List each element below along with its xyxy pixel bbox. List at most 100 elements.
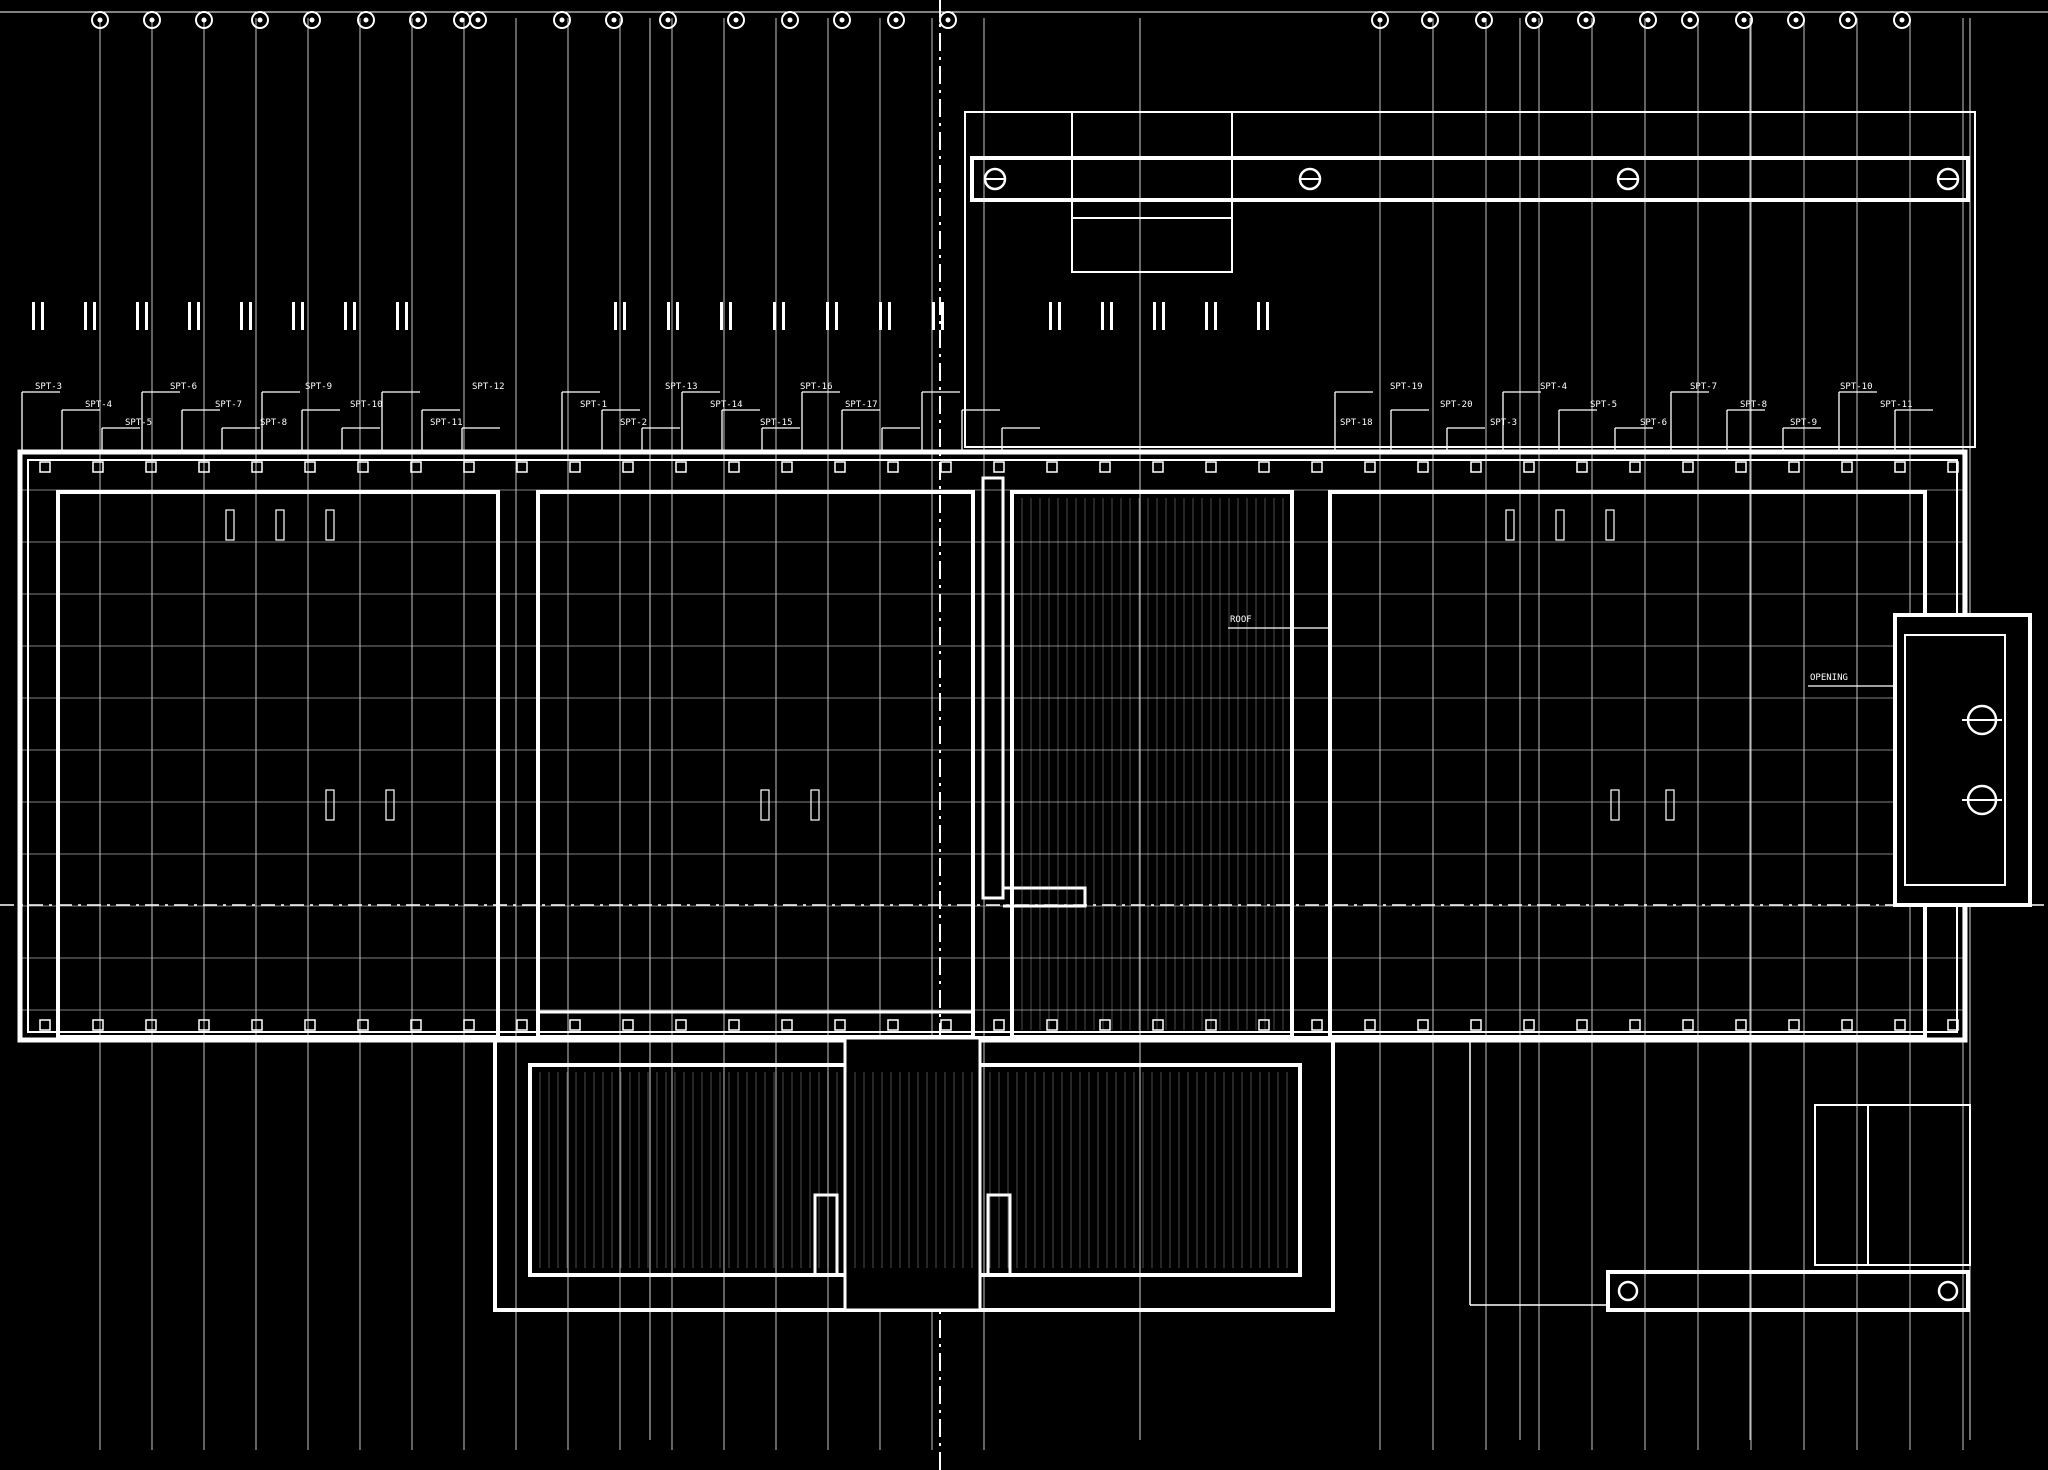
post-marker: [941, 302, 944, 330]
post-marker: [1266, 302, 1269, 330]
dimension-label: SPT-15: [760, 418, 793, 428]
wall-tick: [1152, 461, 1164, 473]
upper-frame: [964, 111, 1976, 448]
wall-tick: [834, 461, 846, 473]
wall-tick: [1735, 1019, 1747, 1031]
post-marker: [188, 302, 191, 330]
grid-bubble: [91, 11, 109, 29]
post-marker: [826, 302, 829, 330]
dimension-label: SPT-8: [1740, 400, 1767, 410]
partition-column: [981, 476, 1005, 900]
wall-tick: [198, 1019, 210, 1031]
dimension-label: SPT-4: [85, 400, 112, 410]
beam-anchor: [1617, 1280, 1639, 1302]
grid-bubble: [1525, 11, 1543, 29]
dimension-label: SPT-4: [1540, 382, 1567, 392]
bottom-beam: [1606, 1270, 1970, 1312]
post-marker: [614, 302, 617, 330]
grid-bubbles: [91, 11, 1911, 29]
post-marker: [145, 302, 148, 330]
dimension-label: SPT-20: [1440, 400, 1473, 410]
rotated-tag: [325, 789, 335, 821]
wall-tick: [1258, 461, 1270, 473]
grid-bubble-dot: [665, 17, 671, 23]
dimension-label: SPT-12: [472, 382, 505, 392]
post-marker: [835, 302, 838, 330]
post-marker: [720, 302, 723, 330]
wall-tick: [516, 461, 528, 473]
post-marker: [1162, 302, 1165, 330]
grid-bubble: [1475, 11, 1493, 29]
rotated-tag: [325, 509, 335, 541]
annotation-labels: SPT-3SPT-4SPT-5SPT-6SPT-7SPT-8SPT-9SPT-1…: [35, 382, 1913, 821]
post-marker: [344, 302, 347, 330]
grid-bubble-dot: [893, 17, 899, 23]
rotated-tag: [1505, 509, 1515, 541]
wall-tick: [675, 1019, 687, 1031]
post-marker: [1205, 302, 1208, 330]
grid-bubble-dot: [415, 17, 421, 23]
wall-tick: [1152, 1019, 1164, 1031]
wall-tick: [1947, 1019, 1959, 1031]
wall-tick: [1894, 461, 1906, 473]
post-marker: [32, 302, 35, 330]
grid-bubble: [143, 11, 161, 29]
wall-tick: [622, 461, 634, 473]
east-projection: [1893, 613, 2032, 907]
grid-bubble-dot: [1531, 17, 1537, 23]
post-marker: [93, 302, 96, 330]
wall-tick: [887, 1019, 899, 1031]
wall-tick: [1682, 461, 1694, 473]
post-marker: [1214, 302, 1217, 330]
wall-tick: [1682, 1019, 1694, 1031]
wall-tick: [834, 1019, 846, 1031]
rotated-tag: [1555, 509, 1565, 541]
grid-bubble-dot: [309, 17, 315, 23]
wall-tick: [357, 1019, 369, 1031]
wall-tick: [887, 461, 899, 473]
wall-tick: [1046, 1019, 1058, 1031]
post-marker: [623, 302, 626, 330]
dimension-label: SPT-3: [35, 382, 62, 392]
grid-bubble-dot: [459, 17, 465, 23]
dimension-label: SPT-9: [305, 382, 332, 392]
wall-tick: [198, 461, 210, 473]
wall-tick: [463, 461, 475, 473]
dimension-label: SPT-10: [1840, 382, 1873, 392]
post-marker: [1110, 302, 1113, 330]
wall-tick: [1841, 461, 1853, 473]
dimension-label: SPT-8: [260, 418, 287, 428]
grid-bubble: [195, 11, 213, 29]
dimension-label: SPT-10: [350, 400, 383, 410]
grid-bubble-dot: [1741, 17, 1747, 23]
grid-bubble: [1735, 11, 1753, 29]
rotated-tag: [1665, 789, 1675, 821]
lower-wing-jamb: [813, 1193, 839, 1277]
grid-bubble-dot: [1583, 17, 1589, 23]
wall-tick: [1841, 1019, 1853, 1031]
room-west: [56, 490, 500, 1039]
wall-tick: [940, 1019, 952, 1031]
wall-tick: [92, 1019, 104, 1031]
grid-bubble-dot: [475, 17, 481, 23]
wall-tick: [357, 461, 369, 473]
grid-bubble-dot: [1899, 17, 1905, 23]
post-marker: [249, 302, 252, 330]
grid-bubble-dot: [559, 17, 565, 23]
dimension-label: SPT-11: [1880, 400, 1913, 410]
grid-bubble: [251, 11, 269, 29]
rotated-tag: [275, 509, 285, 541]
grid-bubble-dot: [201, 17, 207, 23]
grid-bubble-dot: [257, 17, 263, 23]
wall-tick: [1523, 461, 1535, 473]
callout-label: OPENING: [1810, 673, 1848, 683]
post-marker: [405, 302, 408, 330]
post-marker: [782, 302, 785, 330]
grid-bubble: [1681, 11, 1699, 29]
grid-bubble-dot: [733, 17, 739, 23]
wall-tick: [410, 1019, 422, 1031]
dimension-label: SPT-16: [800, 382, 833, 392]
grid-bubble: [1421, 11, 1439, 29]
dimension-label: SPT-1: [580, 400, 607, 410]
grid-bubble: [939, 11, 957, 29]
